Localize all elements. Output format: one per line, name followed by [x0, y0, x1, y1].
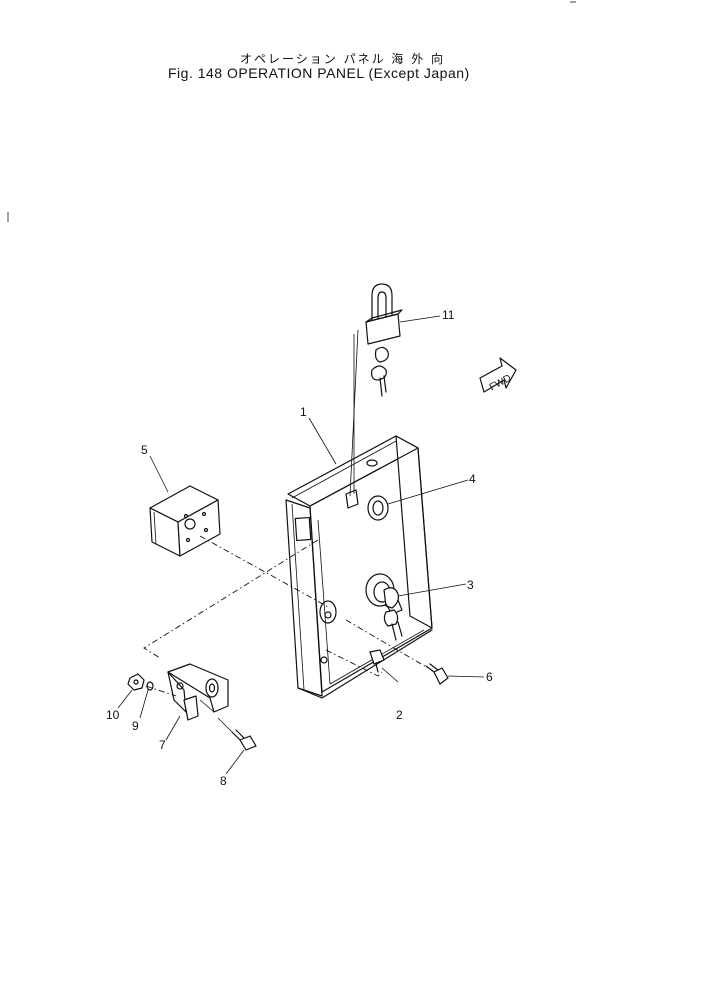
callout-10: 10 [106, 708, 120, 722]
callout-11: 11 [442, 308, 455, 322]
bolt-6-part [425, 663, 449, 685]
callout-1: 1 [300, 405, 307, 419]
grommet-part [367, 495, 389, 521]
figure-title-japanese: オペレーション パネル 海 外 向 [240, 52, 446, 66]
nut-part [127, 673, 145, 691]
callout-6: 6 [486, 670, 493, 684]
callout-5: 5 [141, 443, 148, 457]
callout-4: 4 [469, 472, 476, 486]
bracket-part [167, 663, 229, 721]
leader-lines [117, 315, 485, 775]
callout-3: 3 [467, 578, 474, 592]
bolt-8-part [217, 717, 257, 751]
callout-7: 7 [159, 738, 166, 752]
assembly-lines [143, 535, 429, 697]
bolt-2-part [369, 649, 385, 673]
operation-panel-box [285, 435, 433, 699]
junction-box-part [149, 485, 221, 557]
key-switch-part [365, 573, 403, 641]
callout-8: 8 [220, 774, 227, 788]
figure-title-english: Fig. 148 OPERATION PANEL (Except Japan) [168, 65, 470, 81]
callout-2: 2 [396, 708, 403, 722]
padlock-part [349, 283, 403, 497]
forward-direction-arrow: FWD [479, 357, 517, 393]
callout-9: 9 [132, 719, 139, 733]
washer-part [146, 681, 154, 691]
